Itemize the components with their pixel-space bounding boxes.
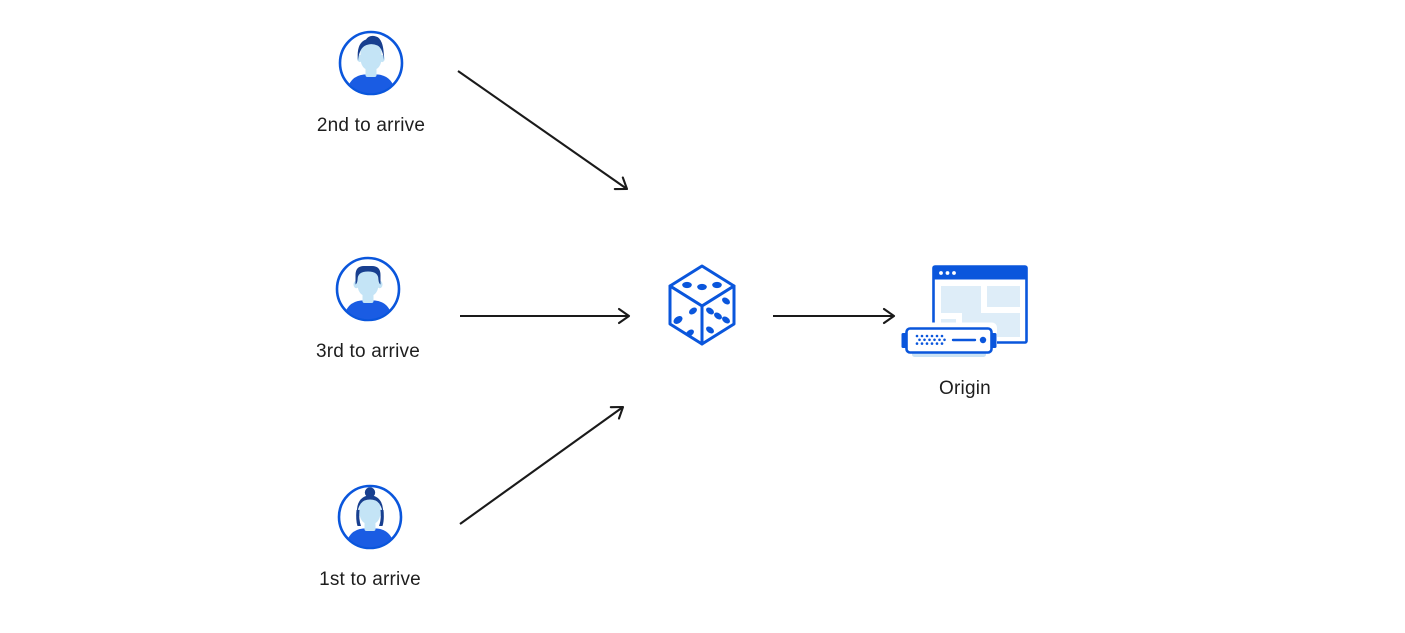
- origin-node: Origin: [898, 262, 1032, 399]
- user-avatar-icon: [338, 30, 404, 96]
- client-node-3rd: 3rd to arrive: [288, 256, 448, 362]
- dice-icon: [668, 264, 736, 346]
- server-icon: [901, 322, 997, 357]
- client-label-2nd: 2nd to arrive: [316, 115, 426, 136]
- origin-label: Origin: [939, 378, 991, 399]
- user-avatar-icon: [335, 256, 401, 322]
- randomizer-node: [664, 262, 740, 348]
- user-avatar-icon: [337, 484, 403, 550]
- client-node-1st: 1st to arrive: [290, 484, 450, 590]
- client-label-1st: 1st to arrive: [319, 569, 421, 590]
- origin-server-icon: [901, 265, 1028, 357]
- client-node-2nd: 2nd to arrive: [291, 30, 451, 136]
- client-label-3rd: 3rd to arrive: [316, 341, 420, 362]
- arrow-client-1st-to-randomizer: [459, 405, 625, 525]
- arrow-client-2nd-to-randomizer: [457, 70, 629, 191]
